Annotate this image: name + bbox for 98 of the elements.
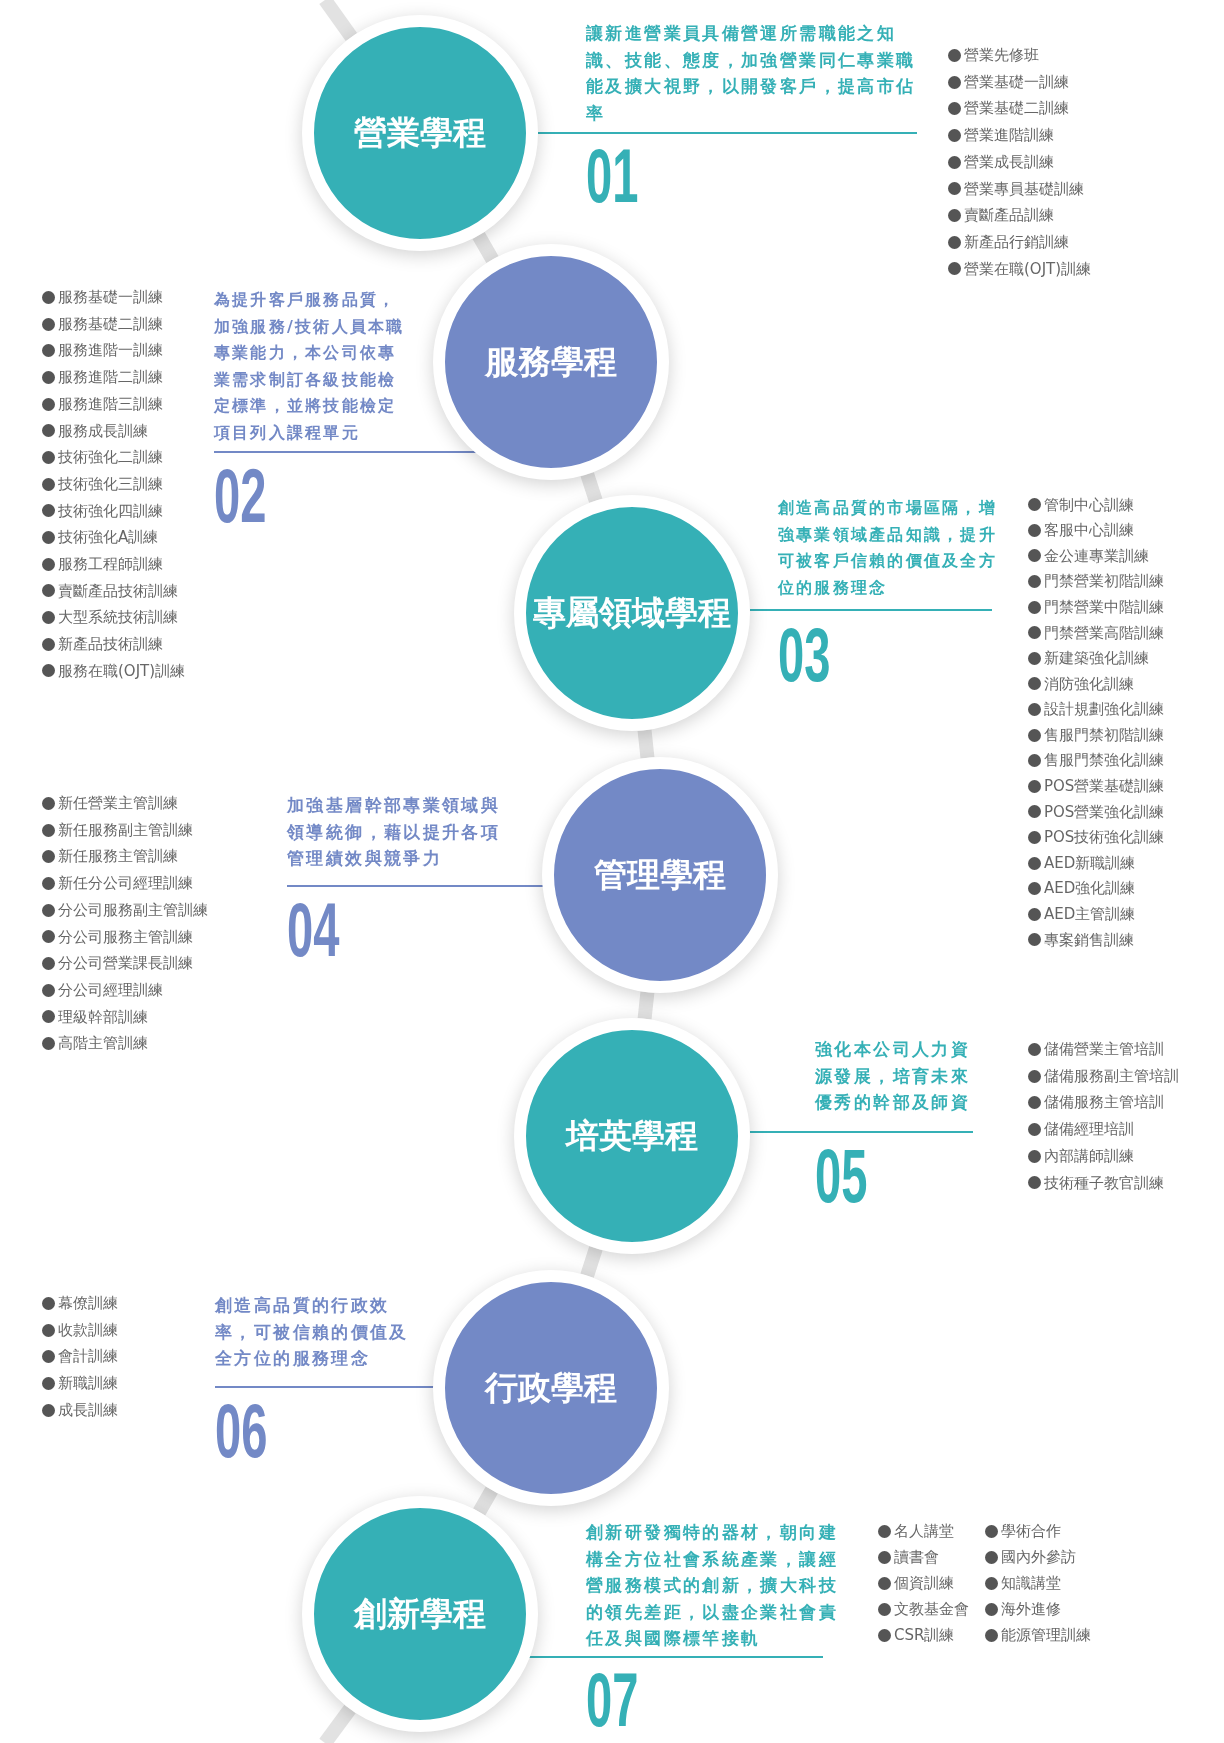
description: 創新研發獨特的器材，朝向建構全方位社會系統產業，讓經營服務模式的創新，擴大科技的領先差距，以盡企業社會責任及與國際標竿接軌 (586, 1521, 839, 1650)
list-item: 技術強化二訓練 (58, 447, 163, 469)
connector-line (319, 1704, 356, 1743)
list-item: 新任服務主管訓練 (58, 846, 178, 868)
list-item: 儲備營業主管培訓 (1044, 1039, 1164, 1061)
list-item: 服務工程師訓練 (58, 553, 163, 575)
list-item: 營業基礎二訓練 (964, 98, 1069, 120)
list-item: 知識講堂 (1001, 1572, 1061, 1594)
list-item: 賣斷產品技術訓練 (58, 580, 178, 602)
program-title: 服務學程 (485, 341, 617, 384)
list-item: POS營業強化訓練 (1044, 801, 1165, 823)
list-item: 門禁營業高階訓練 (1044, 622, 1164, 644)
list-item: 幕僚訓練 (58, 1293, 118, 1315)
list-item: 專案銷售訓練 (1044, 929, 1134, 951)
list-item: 分公司服務主管訓練 (58, 926, 193, 948)
list-item: 服務進階二訓練 (58, 367, 163, 389)
step-number: 05 (815, 1138, 868, 1214)
list-item: 服務基礎二訓練 (58, 313, 163, 335)
program-title: 營業學程 (354, 112, 486, 155)
list-item: 新建築強化訓練 (1044, 648, 1149, 670)
program-title: 專屬領域學程 (533, 592, 731, 635)
list-item: 儲備服務副主管培訓 (1044, 1065, 1179, 1087)
list-item: 儲備服務主管培訓 (1044, 1092, 1164, 1114)
list-item: 營業在職(OJT)訓練 (964, 258, 1092, 280)
list-item: 新任營業主管訓練 (58, 793, 178, 815)
list-item: 管制中心訓練 (1044, 494, 1134, 516)
list-item: 服務成長訓練 (58, 420, 148, 442)
list-item: 內部講師訓練 (1044, 1145, 1134, 1167)
step-number: 01 (586, 138, 639, 214)
list-item: 技術強化A訓練 (58, 527, 159, 549)
description: 創造高品質的行政效率，可被信賴的價值及全方位的服務理念 (215, 1294, 410, 1370)
list-item: 個資訓練 (894, 1572, 954, 1594)
list-item: 營業成長訓練 (964, 151, 1054, 173)
list-item: 新產品行銷訓練 (964, 231, 1069, 253)
list-item: 儲備經理培訓 (1044, 1119, 1134, 1141)
list-item: 文教基金會 (894, 1598, 969, 1620)
program-title: 管理學程 (594, 854, 726, 897)
list-item: 營業進階訓練 (964, 125, 1054, 147)
list-item: 門禁營業中階訓練 (1044, 596, 1164, 618)
list-item: 成長訓練 (58, 1399, 118, 1421)
list-item: 金公連專業訓練 (1044, 545, 1149, 567)
list-item: 營業基礎一訓練 (964, 71, 1069, 93)
list-item: 大型系統技術訓練 (58, 607, 178, 629)
connector-line (637, 729, 655, 759)
list-item: 賣斷產品訓練 (964, 205, 1054, 227)
list-item: 售服門禁強化訓練 (1044, 750, 1164, 772)
list-item: 讀書會 (894, 1546, 939, 1568)
list-item: AED主管訓練 (1044, 904, 1136, 926)
list-item: 名人講堂 (894, 1520, 954, 1542)
list-item: 技術強化四訓練 (58, 500, 163, 522)
list-item: 服務基礎一訓練 (58, 287, 163, 309)
list-item: 分公司營業課長訓練 (58, 953, 193, 975)
list-item: 高階主管訓練 (58, 1033, 148, 1055)
step-number: 06 (215, 1393, 268, 1469)
list-item: 服務進階一訓練 (58, 340, 163, 362)
list-item: AED新職訓練 (1044, 852, 1136, 874)
step-number: 04 (287, 892, 340, 968)
list-item: 技術種子教官訓練 (1044, 1172, 1164, 1194)
list-item: 技術強化三訓練 (58, 473, 163, 495)
description: 讓新進營業員具備營運所需職能之知識、技能、態度，加強營業同仁專業職能及擴大視野，以開發客戶，提高市佔率 (586, 22, 917, 125)
list-item: 新產品技術訓練 (58, 634, 163, 656)
connector-line (637, 991, 655, 1020)
connector-line (319, 0, 358, 42)
list-item: 能源管理訓練 (1001, 1624, 1091, 1646)
list-item: 國內外參訪 (1001, 1546, 1076, 1568)
list-item: POS技術強化訓練 (1044, 827, 1165, 849)
list-item: 服務在職(OJT)訓練 (58, 660, 186, 682)
list-item: 設計規劃強化訓練 (1044, 699, 1164, 721)
list-item: POS營業基礎訓練 (1044, 776, 1165, 798)
list-item: 營業先修班 (964, 45, 1039, 67)
list-item: 新任分公司經理訓練 (58, 873, 193, 895)
program-title: 行政學程 (485, 1367, 617, 1410)
list-item: 新職訓練 (58, 1373, 118, 1395)
list-item: 售服門禁初階訓練 (1044, 724, 1164, 746)
list-item: 服務進階三訓練 (58, 393, 163, 415)
description: 強化本公司人力資源發展，培育未來優秀的幹部及師資 (815, 1038, 972, 1114)
list-item: 分公司經理訓練 (58, 979, 163, 1001)
step-number: 02 (214, 458, 267, 534)
list-item: 新任服務副主管訓練 (58, 819, 193, 841)
description: 創造高品質的市場區隔，增強專業領域產品知識，提升可被客戶信賴的價值及全方位的服務理念 (778, 497, 998, 599)
description: 加強基層幹部專業領域與領導統御，藉以提升各項管理績效與競爭力 (287, 794, 502, 870)
list-item: 海外進修 (1001, 1598, 1061, 1620)
list-item: 收款訓練 (58, 1319, 118, 1341)
description: 為提升客戶服務品質，加強服務/技術人員本職專業能力，本公司依專業需求制訂各級技能檢定標準，並將技能檢定項目列入課程單元 (214, 289, 406, 444)
list-item: 會計訓練 (58, 1346, 118, 1368)
list-item: CSR訓練 (894, 1624, 955, 1646)
program-title: 創新學程 (354, 1593, 486, 1636)
list-item: 營業專員基礎訓練 (964, 178, 1084, 200)
list-item: AED強化訓練 (1044, 878, 1136, 900)
list-item: 學術合作 (1001, 1520, 1061, 1542)
program-title: 培英學程 (566, 1115, 698, 1158)
list-item: 分公司服務副主管訓練 (58, 899, 208, 921)
list-item: 理級幹部訓練 (58, 1006, 148, 1028)
list-item: 客服中心訓練 (1044, 520, 1134, 542)
step-number: 03 (778, 617, 831, 693)
list-item: 消防強化訓練 (1044, 673, 1134, 695)
list-item: 門禁營業初階訓練 (1044, 571, 1164, 593)
step-number: 07 (586, 1662, 639, 1738)
